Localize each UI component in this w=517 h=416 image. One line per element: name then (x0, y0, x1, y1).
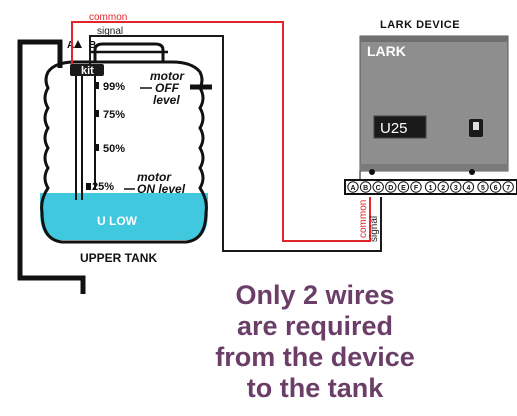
motor-on-line1: motor (137, 170, 172, 184)
terminal-4 (462, 181, 475, 193)
kit-sensor (70, 64, 104, 76)
level-99-label: 99% (103, 81, 125, 93)
tank-cap (93, 42, 165, 62)
common-top-label: common (89, 12, 127, 23)
terminal-2-label: 2 (441, 185, 445, 192)
terminal-c (372, 181, 384, 193)
terminal-6 (489, 181, 502, 193)
terminal-d (385, 181, 397, 193)
terminal-5-label: 5 (481, 185, 485, 192)
lcd-value: U25 (380, 120, 408, 137)
caption-line-2: are required (236, 311, 394, 341)
level-mark-25: 25% (86, 181, 114, 193)
caption-line-1: Only 2 wires (235, 280, 395, 310)
terminal-f (410, 181, 422, 193)
water-level-label: U LOW (97, 214, 138, 228)
terminal-a-label: A (67, 40, 74, 51)
terminal-2 (437, 181, 449, 193)
motor-off-line2: OFF (155, 81, 180, 95)
terminal-c-label: C (376, 185, 381, 192)
level-mark-50: 50% (94, 143, 125, 155)
terminal-f-label: F (414, 185, 419, 192)
terminal-3-label: 3 (454, 185, 458, 192)
a-b-marker (74, 40, 82, 48)
terminal-1-label: 1 (429, 185, 433, 192)
mount-screw-right (469, 169, 475, 175)
signal-top-label: signal (97, 26, 123, 37)
level-mark-99: 99% (94, 81, 125, 93)
terminal-4-label: 4 (466, 185, 470, 192)
water-fill (40, 193, 208, 240)
terminal-5 (477, 181, 489, 193)
terminal-1 (424, 181, 437, 193)
signal-wire (89, 35, 382, 252)
common-wire (71, 21, 371, 242)
lark-device-title: LARK DEVICE (380, 19, 460, 31)
motor-off-line3: level (153, 93, 180, 107)
device-footer (360, 164, 508, 171)
terminal-b-label: B (363, 185, 368, 192)
signal-vertical-label: signal (369, 216, 380, 242)
terminal-3 (450, 181, 462, 193)
terminal-7 (502, 181, 514, 193)
terminal-a-label: A (350, 185, 355, 192)
level-75-label: 75% (103, 109, 125, 121)
kit-label: kit (81, 65, 94, 77)
lcd-display (373, 115, 427, 139)
terminal-b (359, 181, 372, 193)
upper-tank-label: UPPER TANK (80, 251, 157, 265)
lark-device-body (359, 35, 509, 172)
level-25-label: 25% (92, 181, 114, 193)
outlet-pipe (17, 39, 86, 294)
terminal-7-label: 7 (506, 185, 510, 192)
terminal-e-label: E (401, 185, 406, 192)
power-switch-rocker (473, 122, 479, 130)
terminal-e (397, 181, 410, 193)
tank-outline (40, 60, 208, 244)
motor-off-line1: motor (150, 69, 185, 83)
level-50-label: 50% (103, 143, 125, 155)
common-vertical-label: common (358, 200, 369, 238)
lark-logo: LARK (367, 43, 406, 59)
level-mark-75: 75% (94, 109, 125, 121)
caption: Only 2 wires are required from the devic… (150, 280, 480, 404)
caption-line-4: to the tank (246, 373, 384, 403)
mount-screw-left (369, 169, 375, 175)
terminal-a (347, 181, 359, 193)
terminal-d-label: D (388, 185, 393, 192)
terminal-b-label: B (89, 40, 96, 51)
motor-on-line2: ON level (137, 182, 186, 196)
caption-line-3: from the device (215, 342, 415, 372)
lark-device-shade (360, 36, 508, 42)
terminal-6-label: 6 (494, 185, 498, 192)
